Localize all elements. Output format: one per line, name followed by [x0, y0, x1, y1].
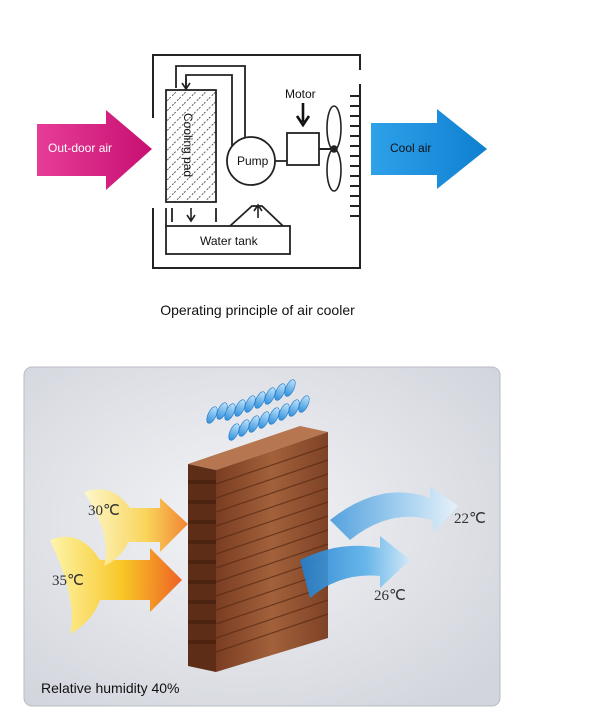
temp-in-low: 30℃ [88, 503, 120, 519]
cooling-pad [165, 89, 217, 203]
motor [286, 132, 320, 166]
vent-grille [350, 95, 360, 217]
cooling-pad-label: Cooling pad [181, 113, 195, 177]
water-drops-icon [206, 379, 310, 441]
outdoor-air-label: Out-door air [48, 141, 112, 155]
humidity-label: Relative humidity 40% [41, 680, 180, 696]
temp-out-mid: 26℃ [374, 588, 406, 604]
fan-icon [326, 105, 342, 192]
drain-pipe [165, 208, 217, 228]
pipe-down-arrow [181, 78, 191, 91]
motor-down-arrow [295, 103, 311, 128]
pump-label: Pump [237, 154, 269, 168]
water-tank [165, 225, 291, 255]
drain-down-arrow [186, 208, 196, 223]
warm-air-flow [50, 489, 188, 634]
cool-air-flow [300, 486, 458, 598]
water-tank-label: Water tank [200, 234, 259, 248]
pump-stand [229, 205, 284, 227]
cool-air-arrow: Cool air [371, 109, 487, 189]
outdoor-air-arrow: Out-door air [37, 110, 152, 190]
cool-air-label: Cool air [390, 141, 431, 155]
schematic: Cooling pad Water tank Pump Motor [37, 54, 487, 269]
temp-in-high: 35℃ [52, 573, 84, 589]
schematic-caption: Operating principle of air cooler [160, 302, 355, 318]
cooling-pad-block [188, 426, 329, 672]
temp-out-low: 22℃ [454, 511, 486, 527]
pump-up-arrow [253, 203, 263, 218]
motor-label: Motor [285, 87, 316, 101]
illustration: 30℃ 35℃ 26℃ 22℃ [23, 366, 501, 707]
